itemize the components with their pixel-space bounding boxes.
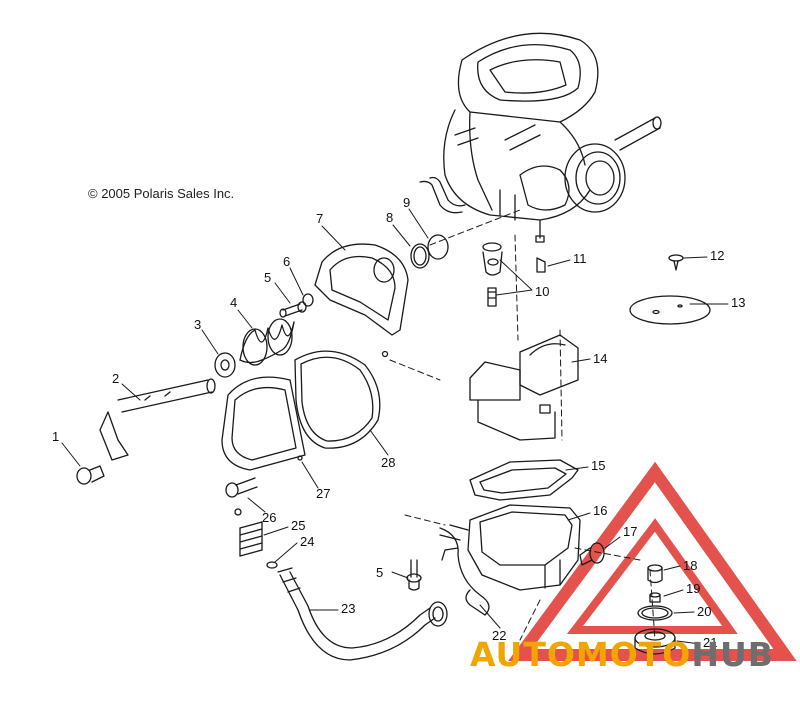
part-1-screw: [76, 465, 105, 485]
callout-12: 12: [710, 248, 724, 263]
part-15-gasket: [469, 459, 579, 501]
part-8-o-ring: [410, 243, 430, 269]
callout-9: 9: [403, 195, 410, 210]
callout-16: 16: [593, 503, 607, 518]
callout-21: 21: [703, 635, 717, 650]
callout-19: 19: [686, 581, 700, 596]
callout-20: 20: [697, 604, 711, 619]
part-22-clip: [439, 527, 490, 616]
callout-15: 15: [591, 458, 605, 473]
callout-18: 18: [683, 558, 697, 573]
part-28-gasket: [294, 350, 381, 449]
part-6-washer: [302, 293, 314, 307]
part-3-washer: [214, 352, 236, 378]
callout-11: 11: [573, 251, 587, 266]
callout-labels: 1 2 3 4 5 6 7 8 9 10 11 12 13 14 15 16 1…: [52, 195, 745, 650]
callout-8: 8: [386, 210, 393, 225]
leader-lines: [61, 208, 729, 645]
part-17-fitting: [579, 542, 605, 566]
carburetor-body: [443, 32, 662, 243]
part-23-vent-hose: [277, 567, 448, 661]
callout-28: 28: [381, 455, 395, 470]
callout-4: 4: [230, 295, 237, 310]
callout-2: 2: [112, 371, 119, 386]
callout-1: 1: [52, 429, 59, 444]
callout-10: 10: [535, 284, 549, 299]
watermark-part1: AUTOMOTO: [470, 635, 692, 674]
callout-26: 26: [262, 510, 276, 525]
callout-3: 3: [194, 317, 201, 332]
callout-13: 13: [731, 295, 745, 310]
callout-14: 14: [593, 351, 607, 366]
watermark-wordmark: AUTOMOTOHUB: [470, 635, 774, 674]
part-27-top-cover: [221, 376, 306, 471]
part-24-clip: [266, 561, 278, 569]
part-4-spring: [239, 318, 295, 366]
callout-24: 24: [300, 534, 314, 549]
callout-6: 6: [283, 254, 290, 269]
copyright-text: © 2005 Polaris Sales Inc.: [88, 186, 235, 201]
part-5-screw: [279, 301, 307, 318]
callout-23: 23: [341, 601, 355, 616]
part-16-float-bowl: [439, 504, 581, 591]
callout-22: 22: [492, 628, 506, 643]
part-2-throttle-shaft: [99, 378, 216, 461]
part-26-screw: [225, 477, 258, 498]
part-21-drain-plug: [634, 628, 676, 655]
callout-5: 5: [264, 270, 271, 285]
part-13-diaphragm: [629, 295, 711, 325]
callout-27: 27: [316, 486, 330, 501]
part-5-lower-screw: [406, 559, 422, 591]
part-7-cover: [314, 243, 409, 358]
callout-25: 25: [291, 518, 305, 533]
part-12-screw: [668, 254, 684, 271]
part-18-jet: [647, 564, 663, 584]
watermark-part2: HUB: [691, 635, 774, 674]
callout-5-lower: 5: [376, 565, 383, 580]
part-19-washer: [649, 592, 661, 603]
part-11-needle: [536, 257, 546, 273]
elbow-fitting: [419, 180, 463, 214]
part-14-float: [469, 334, 579, 441]
part-20-o-ring: [637, 605, 673, 621]
part-9-o-ring: [427, 234, 449, 260]
callout-17: 17: [623, 524, 637, 539]
part-10-jets: [482, 242, 503, 307]
callout-7: 7: [316, 211, 323, 226]
watermark-logo: [508, 461, 797, 661]
part-25-spring: [234, 508, 263, 557]
